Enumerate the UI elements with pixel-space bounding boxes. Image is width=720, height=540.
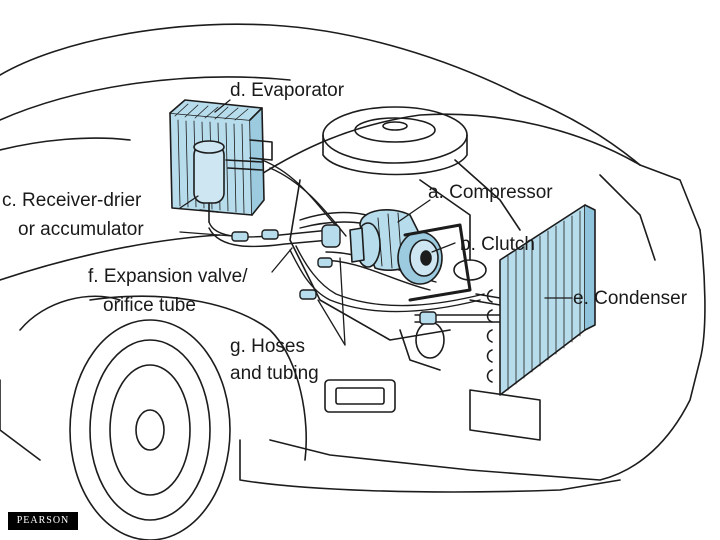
- label-clutch: b. Clutch: [460, 234, 535, 255]
- label-hoses: g. Hoses: [230, 336, 305, 357]
- label-condenser: e. Condenser: [573, 288, 688, 309]
- leader-lines: [179, 99, 573, 346]
- front-wheel: [19, 295, 231, 540]
- label-orifice-tube: orifice tube: [103, 295, 196, 316]
- label-receiver-drier: c. Receiver-drier: [2, 190, 142, 211]
- condenser: [486, 204, 596, 396]
- label-accumulator: or accumulator: [18, 219, 144, 240]
- label-evaporator: d. Evaporator: [230, 80, 345, 101]
- label-compressor: a. Compressor: [428, 182, 553, 203]
- car-body: [0, 23, 706, 493]
- label-expansion-valve: f. Expansion valve/: [88, 266, 248, 287]
- receiver-drier: [193, 140, 225, 223]
- pearson-logo: PEARSON: [8, 512, 78, 530]
- label-tubing: and tubing: [230, 363, 319, 384]
- clutch: [397, 223, 472, 302]
